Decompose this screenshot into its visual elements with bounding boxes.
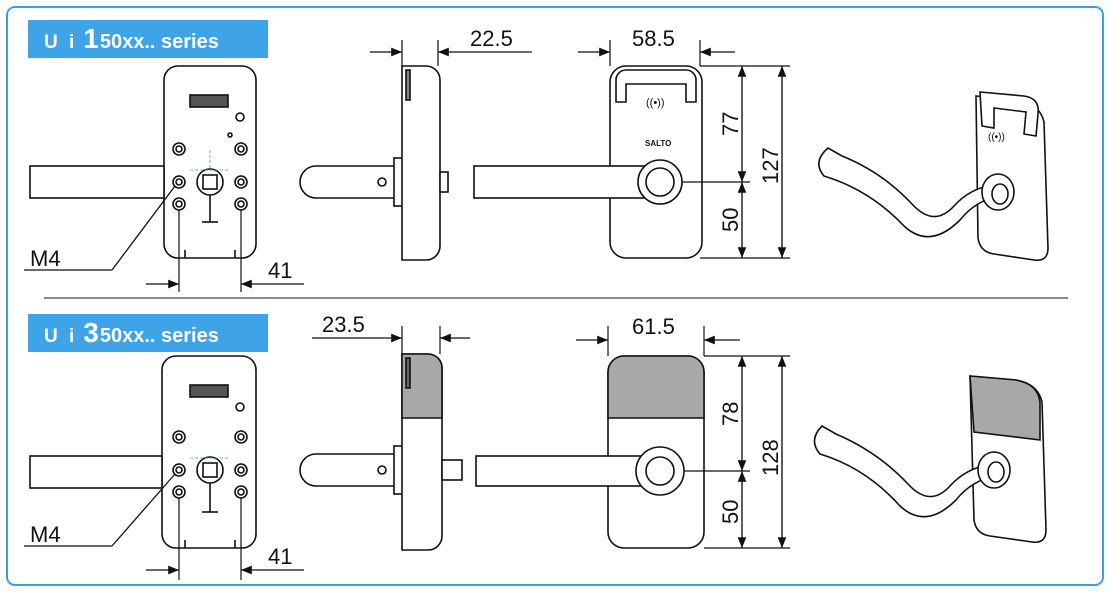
series-badge-top: U i 1 50xx.. series bbox=[28, 20, 268, 58]
upper-height-label: 78 bbox=[718, 402, 743, 426]
series-badge-bottom: U i 3 50xx.. series bbox=[28, 314, 268, 352]
series-digit: 1 bbox=[83, 23, 99, 54]
leader-m4-bottom bbox=[24, 473, 176, 547]
svg-text:((•)): ((•)) bbox=[988, 132, 1005, 143]
side-view-bottom bbox=[299, 353, 463, 551]
screw-spacing-label: 41 bbox=[268, 544, 292, 569]
lower-height-label: 50 bbox=[718, 500, 743, 524]
lower-height-label: 50 bbox=[718, 208, 743, 232]
depth-label: 23.5 bbox=[322, 312, 365, 337]
series-suffix: 50xx.. series bbox=[99, 31, 219, 53]
series-suffix: 50xx.. series bbox=[99, 325, 219, 347]
dim-depth-bottom bbox=[312, 326, 470, 354]
dim-width-bottom bbox=[576, 326, 740, 356]
series-prefix: U i bbox=[44, 326, 78, 347]
screw-label: M4 bbox=[30, 246, 61, 271]
diagram-frame bbox=[6, 6, 1104, 586]
dim-width-top bbox=[578, 40, 735, 66]
series-digit: 3 bbox=[83, 317, 99, 348]
side-view-top bbox=[299, 65, 449, 261]
dim-heights-bottom bbox=[684, 355, 790, 549]
dim-screw-spacing-bottom bbox=[146, 498, 304, 580]
total-height-label: 127 bbox=[758, 147, 783, 184]
back-view-bottom bbox=[29, 355, 257, 549]
iso-view-top: ((•)) bbox=[818, 91, 1049, 262]
total-height-label: 128 bbox=[758, 439, 783, 476]
width-label: 58.5 bbox=[632, 26, 675, 51]
screw-label: M4 bbox=[30, 522, 61, 547]
back-view-top bbox=[29, 65, 257, 259]
front-view-top: ((•)) bbox=[473, 65, 703, 259]
dim-depth-top bbox=[370, 40, 532, 66]
svg-text:((•)): ((•)) bbox=[646, 97, 665, 109]
dim-screw-spacing-top bbox=[146, 210, 304, 292]
dim-heights-top bbox=[682, 65, 790, 259]
depth-label: 22.5 bbox=[470, 26, 513, 51]
front-view-bottom bbox=[475, 355, 705, 549]
iso-view-bottom bbox=[813, 375, 1047, 544]
screw-spacing-label: 41 bbox=[268, 258, 292, 283]
leader-m4-top bbox=[24, 185, 176, 271]
series-prefix: U i bbox=[44, 32, 78, 53]
brand-logo: SALTO bbox=[645, 139, 671, 148]
width-label: 61.5 bbox=[632, 314, 675, 339]
upper-height-label: 77 bbox=[718, 112, 743, 136]
